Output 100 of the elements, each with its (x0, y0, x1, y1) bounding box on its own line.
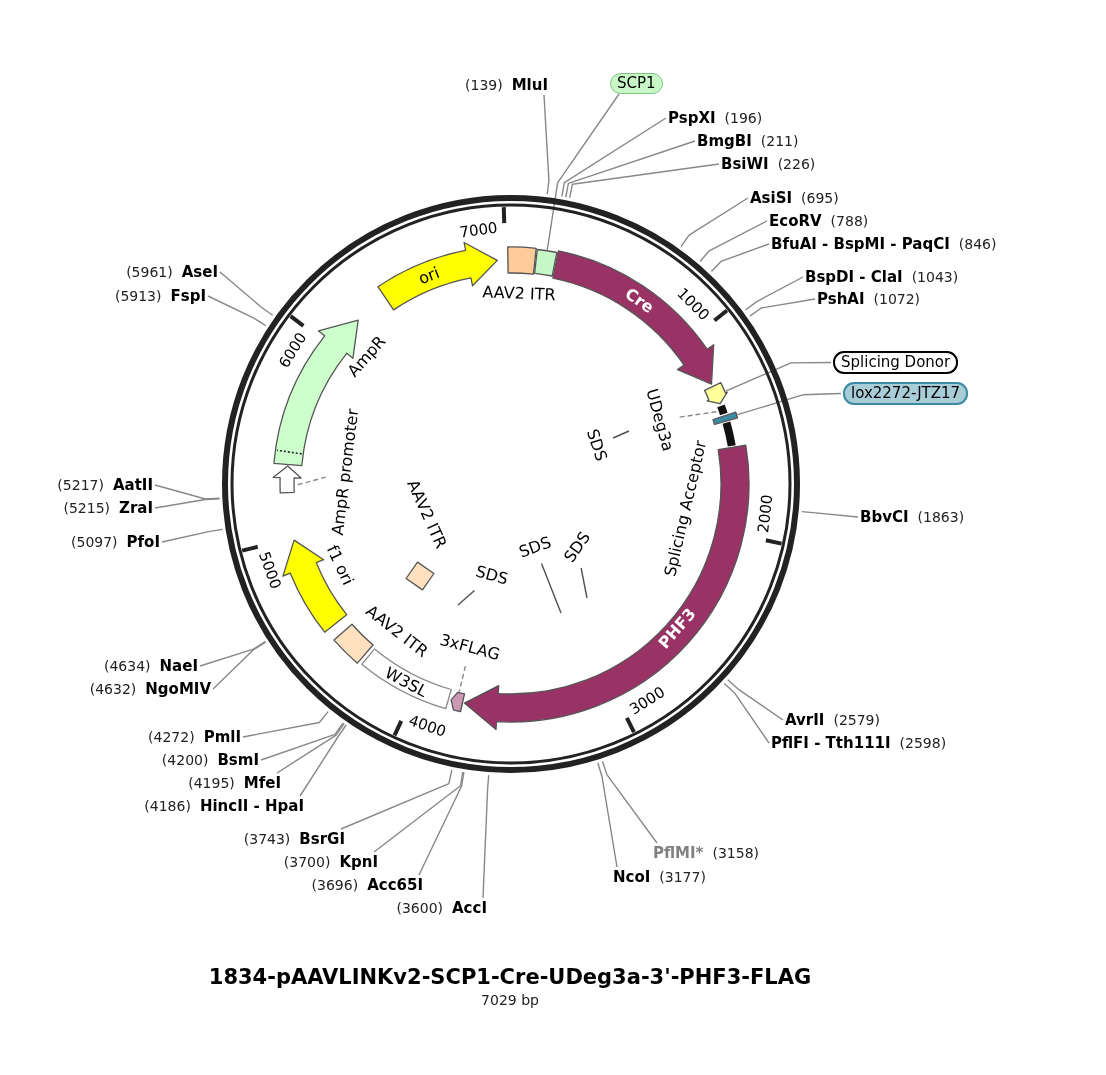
leader-line (568, 163, 720, 199)
leader-line (154, 498, 221, 509)
feature-tag: Splicing Donor (833, 351, 959, 374)
directional-feature (450, 691, 466, 713)
feature-label: UDeg3a (642, 386, 678, 454)
leader-line (418, 771, 465, 876)
cut-position: (3743) (243, 831, 291, 847)
tick-label: 7000 (458, 218, 499, 242)
cut-position: (1863) (917, 509, 965, 525)
enzyme-name: HincII - HpaI (199, 797, 304, 815)
enzyme-name: BmgBI (697, 132, 752, 150)
leader-line (725, 361, 832, 392)
enzyme-name: PflFI - Tth111I (771, 734, 891, 752)
leader-line (219, 271, 274, 316)
cut-position: (139) (465, 77, 503, 93)
feature-label: AmpR promoter (327, 407, 363, 537)
cut-position: (4195) (188, 775, 235, 791)
enzyme-name: BsiWI (721, 155, 769, 173)
feature-block (712, 411, 739, 426)
leader-line (199, 640, 266, 667)
feature-label: SDS (516, 532, 554, 562)
tick-label: 2000 (754, 493, 777, 534)
leader-line (580, 567, 588, 599)
enzyme-name: BfuAI - BspMI - PaqCI (771, 235, 950, 253)
cut-position: (4632) (89, 681, 137, 697)
leader-line (276, 722, 345, 774)
cut-position: (226) (777, 156, 816, 172)
leader-line (680, 197, 749, 248)
enzyme-name: BspDI - ClaI (805, 268, 903, 286)
leader-line (154, 484, 221, 500)
leader-line (565, 140, 696, 198)
cut-position: (3158) (712, 845, 760, 861)
leader-line (260, 722, 344, 761)
enzyme-name: AvrII (785, 711, 825, 729)
leader-line (458, 665, 467, 693)
enzyme-name: MluI (511, 76, 548, 94)
leader-line (299, 724, 347, 797)
enzyme-name: PmlI (203, 728, 241, 746)
cut-position: (695) (801, 190, 839, 206)
cut-position: (3177) (659, 869, 706, 885)
cut-position: (3600) (396, 900, 443, 916)
enzyme-name: NgoMIV (145, 680, 211, 698)
feature-label: 3xFLAG (438, 629, 502, 665)
leader-line (561, 117, 667, 198)
cut-position: (4186) (144, 798, 191, 814)
cut-position: (5097) (71, 534, 118, 550)
cut-position: (5961) (126, 264, 173, 280)
leader-line (736, 392, 842, 416)
leader-line (749, 298, 816, 317)
leader-line (340, 769, 453, 830)
enzyme-name: BsmI (217, 751, 259, 769)
enzyme-name: AatII (112, 476, 153, 494)
cut-position: (211) (760, 133, 799, 149)
leader-line (744, 276, 804, 311)
enzyme-name: AccI (452, 899, 487, 917)
enzyme-name: PflMI* (653, 844, 704, 862)
leader-line (373, 771, 464, 853)
enzyme-name: NaeI (159, 657, 198, 675)
feature-label: AAV2 ITR (403, 476, 451, 552)
enzyme-name: EcoRV (769, 212, 822, 230)
leader-line (601, 760, 658, 844)
sequence-length: 7029 bp (481, 991, 539, 1009)
cut-position: (3700) (283, 854, 331, 870)
directional-feature (272, 465, 302, 494)
cut-position: (4200) (161, 752, 209, 768)
feature-block (533, 248, 558, 277)
cut-position: (3696) (311, 877, 359, 893)
cut-position: (846) (958, 236, 997, 252)
leader-line (540, 562, 562, 614)
cut-position: (5913) (114, 288, 162, 304)
cut-position: (4634) (104, 658, 151, 674)
leader-line (723, 682, 770, 744)
leader-line (212, 641, 267, 690)
enzyme-name: NcoI (613, 868, 651, 886)
directional-feature (703, 381, 728, 405)
plasmid-title: 1834-pAAVLINKv2-SCP1-Cre-UDeg3a-3'-PHF3-FLAG (208, 964, 812, 990)
leader-line (727, 679, 784, 721)
leader-line (699, 220, 768, 263)
enzyme-name: FspI (170, 287, 206, 305)
enzyme-name: PfoI (126, 533, 160, 551)
cut-position: (5217) (57, 477, 104, 493)
leader-line (543, 94, 550, 195)
cut-position: (1043) (911, 269, 959, 285)
leader-line (612, 430, 630, 439)
feature-label: ori (415, 262, 443, 289)
cut-position: (2579) (833, 712, 880, 728)
cut-position: (5215) (63, 500, 110, 516)
cut-position: (196) (724, 110, 763, 126)
feature-bar (717, 404, 728, 416)
leader-line (801, 510, 859, 518)
leader-line (546, 93, 620, 251)
enzyme-name: PshAI (817, 290, 865, 308)
enzyme-name: BsrGI (299, 830, 345, 848)
feature-label: SDS (473, 561, 511, 589)
leader-line (710, 243, 770, 273)
enzyme-name: AsiSI (750, 189, 793, 207)
enzyme-name: BbvCI (860, 508, 909, 526)
leader-line (457, 589, 476, 606)
leader-line (482, 774, 490, 899)
leader-line (242, 710, 329, 738)
